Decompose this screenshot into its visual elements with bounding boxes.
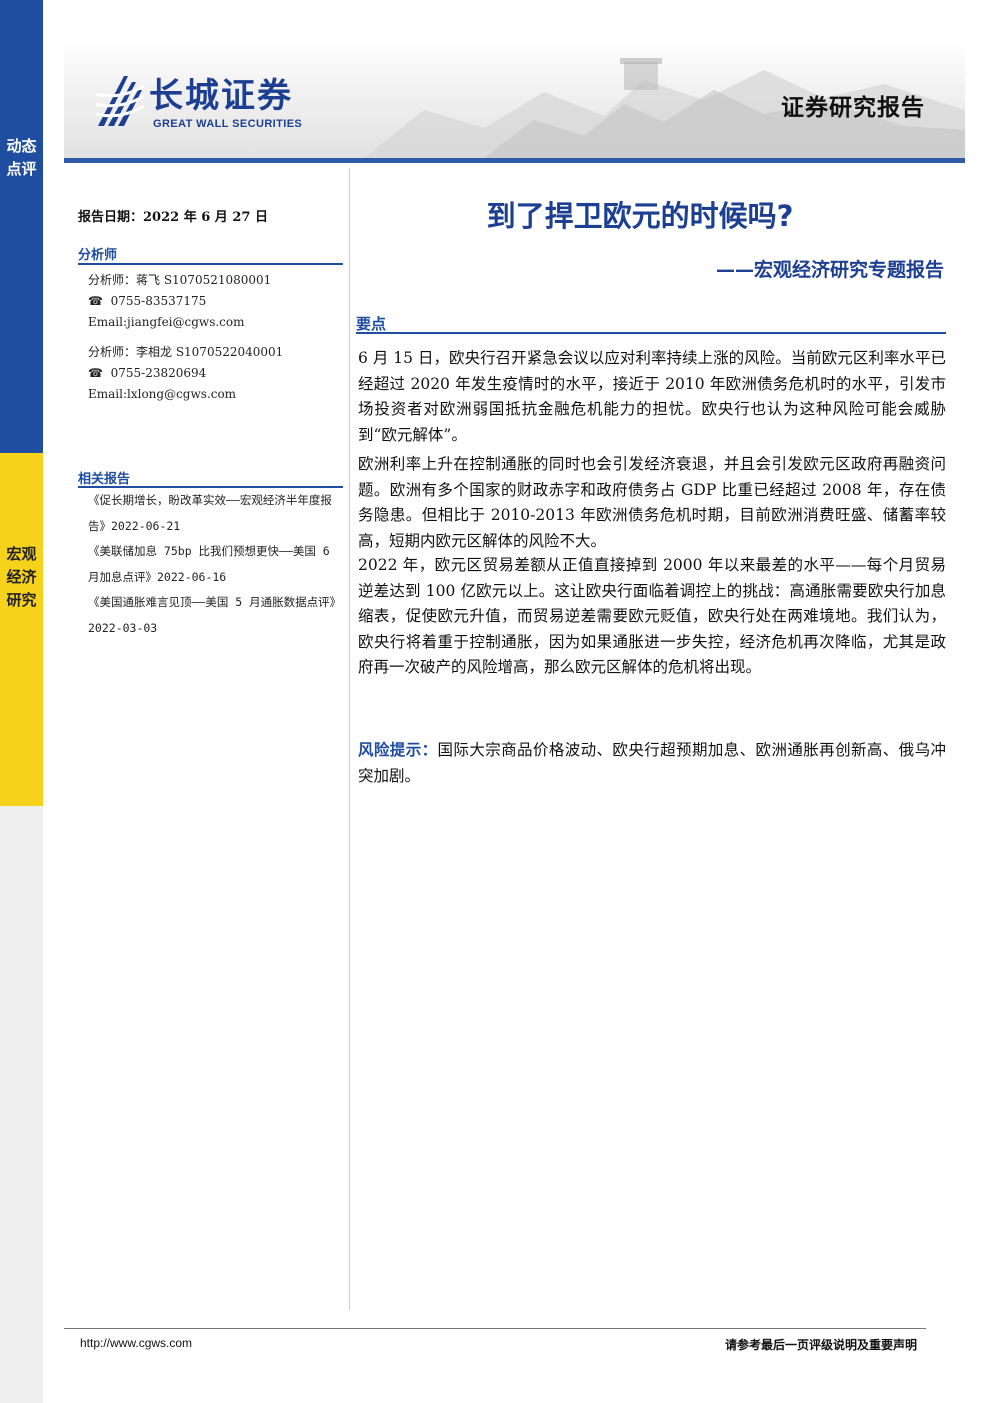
- analyst-phone: ☎ 0755-83537175: [88, 294, 207, 308]
- related-report-item[interactable]: 《美国通胀难言见顶——美国 5 月通胀数据点评》2022-03-03: [88, 595, 342, 635]
- analyst-email[interactable]: Email:jiangfei@cgws.com: [88, 315, 245, 329]
- related-reports-heading: 相关报告: [78, 472, 131, 487]
- phone-icon: ☎: [88, 294, 103, 308]
- keypoints-rule: [356, 332, 946, 334]
- footer-url-link[interactable]: http://www.cgws.com: [80, 1336, 193, 1350]
- analyst-phone: ☎ 0755-23820694: [88, 366, 207, 380]
- logo-english-name: GREAT WALL SECURITIES: [153, 118, 303, 130]
- related-reports-rule: [78, 486, 343, 488]
- risk-warning-label: 风险提示：: [358, 740, 438, 759]
- keypoints-heading: 要点: [356, 315, 387, 333]
- header-divider: [64, 158, 965, 163]
- report-subtitle: ——宏观经济研究专题报告: [715, 259, 944, 281]
- keypoint-paragraph-2: 欧洲利率上升在控制通胀的同时也会引发经济衰退，并且会引发欧元区政府再融资问题。欧…: [358, 455, 946, 550]
- analyst-email[interactable]: Email:lxlong@cgws.com: [88, 387, 237, 401]
- related-report-item[interactable]: 《促长期增长，盼改革实效——宏观经济半年度报告》2022-06-21: [88, 493, 332, 533]
- report-type: 证券研究报告: [781, 95, 925, 121]
- keypoint-paragraph-3: 2022 年，欧元区贸易差额从正值直接掉到 2000 年以来最差的水平——每个月…: [358, 556, 946, 676]
- analyst-block-1: 分析师：蒋飞 S1070521080001 ☎ 0755-83537175 Em…: [88, 270, 271, 333]
- related-report-item[interactable]: 《美联储加息 75bp 比我们预想更快——美国 6 月加息点评》2022-06-…: [88, 544, 330, 584]
- keypoint-paragraph-1: 6 月 15 日，欧央行召开紧急会议以应对利率持续上涨的风险。当前欧元区利率水平…: [358, 349, 946, 444]
- side-band-yellow: [0, 453, 43, 806]
- footer-rule: [64, 1328, 926, 1329]
- analyst-block-2: 分析师：李相龙 S1070522040001 ☎ 0755-23820694 E…: [88, 342, 283, 405]
- related-reports-list: 《促长期增长，盼改革实效——宏观经济半年度报告》2022-06-21 《美联储加…: [88, 488, 344, 641]
- risk-warning: 风险提示：国际大宗商品价格波动、欧央行超预期加息、欧洲通胀再创新高、俄乌冲突加剧…: [358, 737, 946, 789]
- great-wall-securities-logo: [95, 76, 145, 126]
- report-title: 到了捍卫欧元的时候吗?: [486, 199, 794, 233]
- side-label-top: 动态点评: [6, 137, 37, 178]
- analyst-name: 分析师：蒋飞 S1070521080001: [88, 273, 272, 287]
- column-divider: [349, 168, 350, 1310]
- analyst-section-rule: [78, 263, 343, 265]
- header-banner: 长城证券 GREAT WALL SECURITIES 证券研究报告: [64, 40, 965, 158]
- analyst-name: 分析师：李相龙 S1070522040001: [88, 345, 284, 359]
- logo-chinese-name: 长城证券: [149, 76, 293, 116]
- side-label-bottom: 宏观经济研究: [6, 545, 37, 609]
- great-wall-landscape-icon: [364, 58, 965, 158]
- footer-disclaimer-note: 请参考最后一页评级说明及重要声明: [724, 1338, 917, 1352]
- risk-warning-text: 国际大宗商品价格波动、欧央行超预期加息、欧洲通胀再创新高、俄乌冲突加剧。: [358, 741, 946, 785]
- report-date: 报告日期：2022 年 6 月 27 日: [78, 210, 268, 225]
- analyst-section-heading: 分析师: [78, 248, 118, 263]
- side-band-blue: [0, 0, 43, 453]
- phone-icon: ☎: [88, 366, 103, 380]
